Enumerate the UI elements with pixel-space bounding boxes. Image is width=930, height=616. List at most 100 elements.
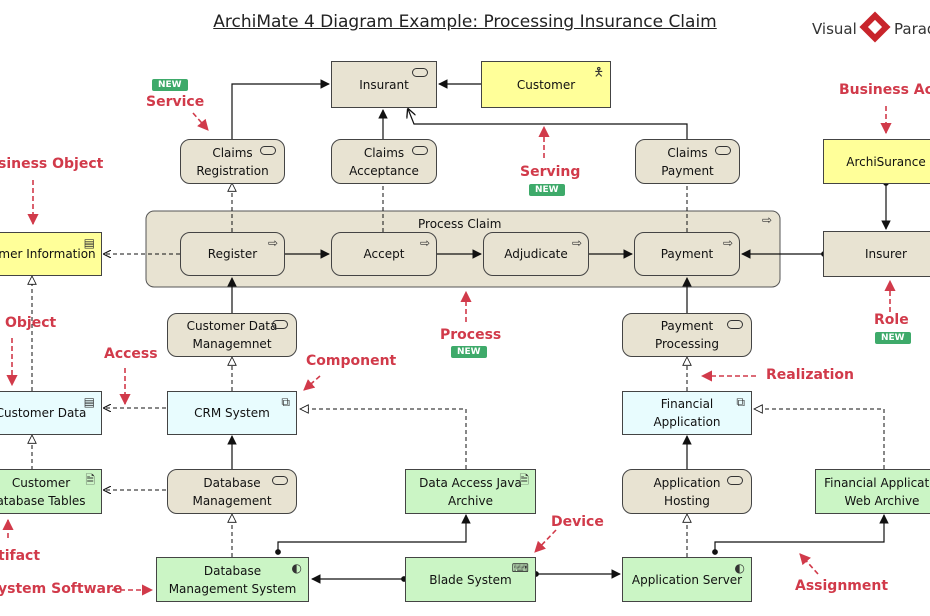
customer-data-object[interactable]: Customer Data ▤ — [0, 391, 102, 435]
database-management-system-software[interactable]: Database Management System ◐ — [156, 557, 309, 602]
insurer-role[interactable]: Insurer — [823, 231, 930, 277]
archisurance-actor[interactable]: ArchiSurance — [823, 139, 930, 184]
claims-registration-line1: Claims — [212, 145, 253, 160]
object-icon: ▤ — [83, 395, 95, 409]
component-icon: ⧉ — [736, 395, 745, 409]
process-arrow-icon: ⇨ — [762, 213, 773, 227]
artifact-icon: 🗎 — [519, 473, 529, 487]
blade-system-label: Blade System — [429, 572, 512, 587]
component-icon: ⧉ — [281, 395, 290, 409]
financial-application-web-archive-artifact[interactable]: Financial Applicatio Web Archive — [815, 469, 930, 514]
process-arrow-icon: ⇨ — [571, 236, 582, 250]
dbms-line1: Database — [203, 563, 262, 578]
claims-registration-service[interactable]: Claims Registration — [180, 139, 285, 184]
serving-annotation: Serving — [520, 164, 581, 180]
payment-process[interactable]: Payment ⇨ — [634, 232, 740, 276]
logo-text-paradigm: Parad — [894, 20, 930, 38]
financial-application-line2: Application — [653, 415, 721, 429]
accept-label: Accept — [363, 247, 405, 261]
diagram-title: ArchiMate 4 Diagram Example: Processing … — [213, 12, 717, 32]
database-management-service[interactable]: Database Management — [167, 469, 297, 514]
assignment-annotation: Assignment — [795, 578, 889, 594]
device-icon: ⌨ — [511, 561, 529, 575]
claims-payment-service[interactable]: Claims Payment — [635, 139, 740, 184]
payment-processing-line2: Processing — [654, 337, 720, 351]
artifact-annotation: tifact — [0, 548, 41, 564]
accept-process[interactable]: Accept ⇨ — [331, 232, 437, 276]
blade-system-device[interactable]: Blade System ⌨ — [405, 557, 536, 602]
register-process[interactable]: Register ⇨ — [180, 232, 285, 276]
component-annotation: Component — [306, 353, 397, 369]
new-badge: NEW — [152, 79, 188, 91]
business-object-annotation: siness Object — [0, 156, 104, 172]
new-badge: NEW — [529, 184, 565, 196]
service-icon — [272, 476, 288, 485]
new-badge: NEW — [875, 332, 911, 344]
financial-application-component[interactable]: Financial Application ⧉ — [622, 391, 752, 435]
process-annotation: Process — [440, 327, 502, 343]
data-access-java-archive-line1: Data Access Java — [419, 475, 522, 490]
access-annotation: Access — [104, 346, 158, 362]
system-software-icon: ◐ — [734, 561, 745, 575]
customer-db-tables-line1: Customer — [11, 475, 71, 490]
crm-system-label: CRM System — [194, 406, 270, 420]
service-icon — [727, 320, 743, 329]
customer-actor[interactable]: Customer 🯅 — [481, 61, 611, 108]
process-arrow-icon: ⇨ — [267, 236, 278, 250]
claims-registration-line2: Registration — [196, 163, 269, 178]
customer-information-label: tomer Information — [0, 247, 96, 261]
object-annotation: Object — [5, 315, 57, 331]
object-icon: ▤ — [83, 236, 95, 250]
financial-app-web-archive-line1: Financial Applicatio — [824, 475, 930, 490]
service-icon — [727, 476, 743, 485]
service-icon — [412, 146, 428, 155]
service-annotation: Service — [146, 94, 205, 110]
claims-payment-line2: Payment — [661, 163, 714, 178]
customer-db-tables-line2: atabase Tables — [0, 493, 86, 508]
logo-text-visual: Visual — [812, 20, 857, 38]
insurer-label: Insurer — [865, 247, 907, 261]
claims-acceptance-line1: Claims — [363, 145, 405, 160]
role-icon — [412, 68, 428, 77]
customer-database-tables-artifact[interactable]: Customer atabase Tables 🗎 — [0, 469, 102, 514]
payment-label: Payment — [660, 247, 714, 261]
service-icon — [715, 146, 731, 155]
application-hosting-line2: Hosting — [664, 493, 710, 508]
insurant-label: Insurant — [359, 77, 409, 92]
dbms-line2: Management System — [168, 581, 297, 596]
customer-data-management-service[interactable]: Customer Data Managemnet — [167, 313, 297, 357]
adjudicate-label: Adjudicate — [504, 247, 568, 261]
application-hosting-service[interactable]: Application Hosting — [622, 469, 752, 514]
application-server-system-software[interactable]: Application Server ◐ — [622, 557, 752, 602]
application-hosting-line1: Application — [653, 475, 721, 490]
crm-system-component[interactable]: CRM System ⧉ — [167, 391, 297, 435]
claims-acceptance-service[interactable]: Claims Acceptance — [331, 139, 437, 184]
database-management-line1: Database — [203, 475, 261, 490]
artifact-icon: 🗎 — [85, 473, 95, 487]
financial-app-web-archive-line2: Web Archive — [844, 493, 920, 508]
new-badge: NEW — [451, 346, 487, 358]
register-label: Register — [207, 247, 258, 261]
archisurance-label: ArchiSurance — [846, 154, 926, 169]
business-actor-annotation: Business Acto — [839, 82, 930, 98]
process-arrow-icon: ⇨ — [722, 236, 733, 250]
payment-processing-service[interactable]: Payment Processing — [622, 313, 752, 357]
role-annotation: Role — [874, 312, 909, 328]
application-server-label: Application Server — [631, 572, 743, 587]
database-management-line2: Management — [192, 493, 272, 508]
payment-processing-line1: Payment — [660, 319, 714, 333]
system-software-annotation: ystem Software — [0, 581, 123, 597]
process-arrow-icon: ⇨ — [419, 236, 430, 250]
customer-data-management-line2: Managemnet — [192, 337, 272, 351]
actor-icon: 🯅 — [593, 65, 604, 79]
service-icon — [260, 146, 276, 155]
insurant-role[interactable]: Insurant — [331, 61, 437, 108]
customer-data-management-line1: Customer Data — [186, 319, 278, 333]
adjudicate-process[interactable]: Adjudicate ⇨ — [483, 232, 589, 276]
data-access-java-archive-artifact[interactable]: Data Access Java Archive 🗎 — [405, 469, 536, 514]
data-access-java-archive-line2: Archive — [448, 493, 493, 508]
customer-information-object[interactable]: tomer Information ▤ — [0, 232, 102, 276]
realization-annotation: Realization — [766, 367, 854, 383]
claims-acceptance-line2: Acceptance — [349, 163, 419, 178]
